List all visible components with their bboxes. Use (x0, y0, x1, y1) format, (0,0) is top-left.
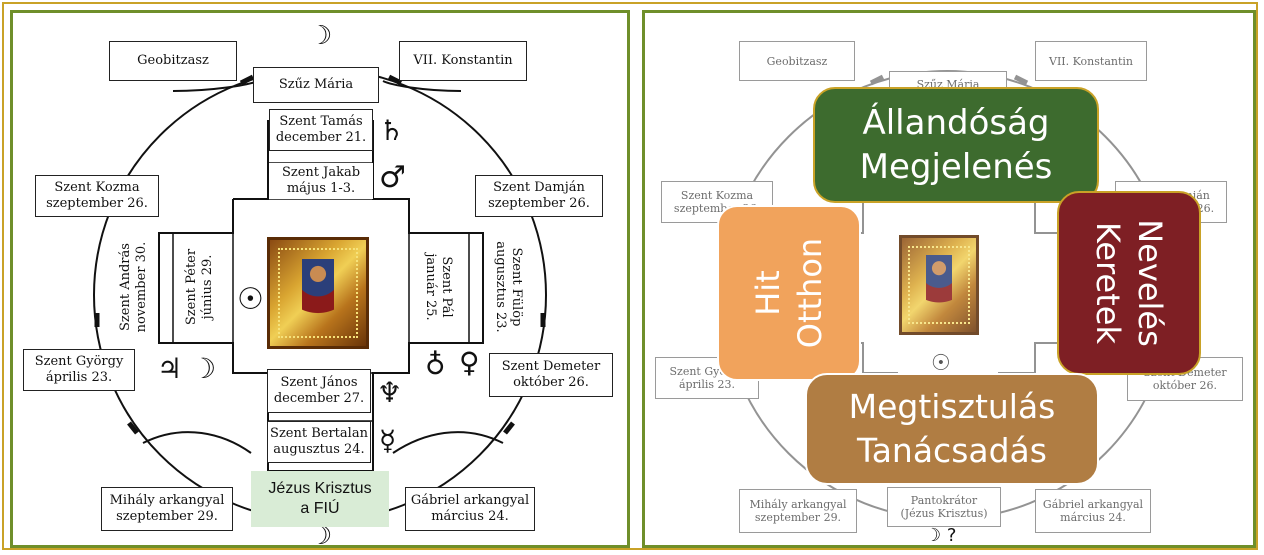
szent-kozma-box: Szent Kozma szeptember 26. (35, 175, 159, 217)
saturn-icon: ♄ (379, 114, 405, 147)
szent-pal-label: Szent Pál január 25. (423, 253, 454, 321)
faded-pantokrator-icon (899, 235, 979, 335)
left-diagram-panel: Geobitzasz VII. Konstantin Szűz Mária Sz… (10, 10, 630, 548)
szent-andras-label: Szent András november 30. (118, 241, 149, 333)
category-megtisztulas-tanacsadas: Megtisztulás Tanácsadás (805, 373, 1099, 485)
venus-icon: ♀ (459, 346, 480, 379)
pantokrator-icon (267, 237, 369, 349)
mihaly-arkangyal-box: Mihály arkangyal szeptember 29. (101, 487, 233, 531)
neptune-icon: ♆ (377, 376, 403, 409)
szent-bertalan-box: Szent Bertalan augusztus 24. (267, 421, 371, 463)
szent-damjan-box: Szent Damján szeptember 26. (475, 175, 603, 217)
faded-sun-icon: ☉ (931, 351, 951, 376)
category-hit-otthon: Hit Otthon (717, 205, 861, 381)
category-neveles-keretek-label: Nevelés Keretek (1089, 219, 1169, 347)
right-diagram-panel: Geobitzasz VII. Konstantin Szűz Mária Sz… (642, 10, 1256, 548)
mercury-icon: ☿ (379, 424, 397, 457)
jezus-krisztus-box: Jézus Krisztus a FIÚ (251, 471, 389, 527)
moon-bottom-icon: ☽ (309, 521, 333, 548)
szent-jakab-box: Szent Jakab május 1-3. (269, 163, 373, 199)
mars-icon: ♂ (379, 160, 406, 195)
faded-mihaly-arkangyal-box: Mihály arkangyal szeptember 29. (739, 489, 857, 533)
szent-gyorgy-box: Szent György április 23. (23, 349, 135, 391)
faded-gabriel-arkangyal-box: Gábriel arkangyal március 24. (1035, 489, 1151, 533)
category-hit-otthon-label: Hit Otthon (749, 237, 829, 349)
moon-icon: ☽ (309, 21, 333, 51)
szuz-maria-box: Szűz Mária (253, 67, 379, 103)
konstantin-box: VII. Konstantin (399, 41, 527, 81)
szent-tamas-box: Szent Tamás december 21. (269, 109, 373, 151)
category-neveles-keretek: Nevelés Keretek (1057, 191, 1201, 375)
szent-janos-box: Szent János december 27. (267, 369, 371, 413)
szent-demeter-box: Szent Demeter október 26. (489, 353, 613, 397)
szent-peter-label: Szent Péter június 29. (184, 248, 215, 326)
earth-icon: ♁ (425, 348, 446, 381)
faded-konstantin-box: VII. Konstantin (1035, 41, 1147, 81)
jupiter-moon-icon: ♃ ☽ (157, 352, 217, 385)
faded-pantokrator-box: Pantokrátor (Jézus Krisztus) (887, 487, 1001, 527)
geobitzasz-box: Geobitzasz (109, 41, 237, 81)
sun-icon: ☉ (237, 282, 264, 317)
gabriel-arkangyal-box: Gábriel arkangyal március 24. (405, 487, 535, 531)
moon-question-icon: ☽ ? (925, 525, 957, 546)
szent-fulop-label: Szent Fülöp augusztus 23. (493, 241, 524, 333)
faded-geobitzasz-box: Geobitzasz (739, 41, 855, 81)
category-allandosag-megjelenes: Állandóság Megjelenés (813, 87, 1099, 203)
